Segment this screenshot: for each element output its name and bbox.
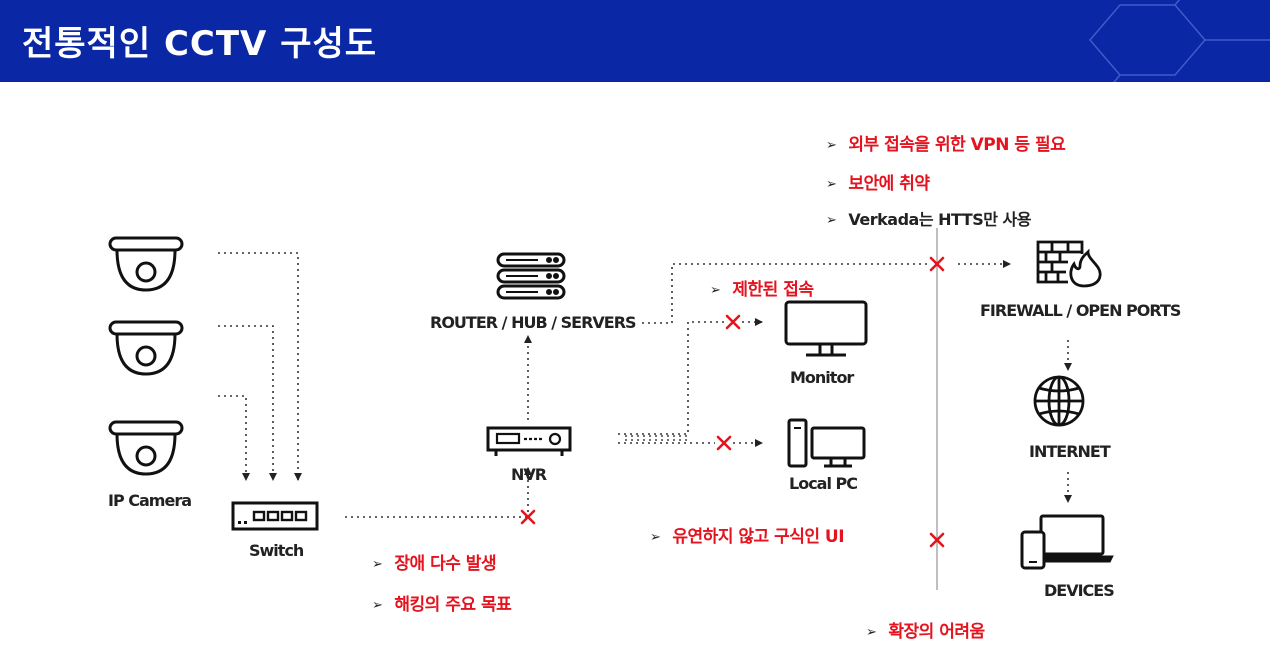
header-bar: 전통적인 CCTV 구성도 [0, 0, 1270, 82]
devices-label: DEVICES [1044, 581, 1115, 600]
note-hacking: ➢해킹의 주요 목표 [372, 595, 512, 615]
router-label: ROUTER / HUB / SERVERS [430, 313, 637, 332]
note-failure: ➢장애 다수 발생 [372, 554, 497, 574]
connection-lines [218, 252, 1072, 518]
x-mark-monitor [725, 314, 741, 330]
monitor-icon [784, 300, 868, 357]
globe-icon [1033, 375, 1085, 427]
note-scaling: ➢확장의 어려움 [866, 622, 985, 642]
bullet-arrow-icon: ➢ [372, 557, 383, 572]
dome-camera-icon-3 [108, 420, 184, 476]
line-camera1-switch [218, 252, 302, 481]
note-verkada: ➢Verkada는 HTTS만 사용 [826, 210, 1031, 229]
bullet-arrow-icon: ➢ [826, 177, 837, 192]
bullet-arrow-icon: ➢ [710, 283, 721, 298]
internet-label: INTERNET [1029, 442, 1111, 461]
ip-camera-label: IP Camera [108, 491, 192, 510]
line-router-firewall [642, 263, 928, 324]
page-title: 전통적인 CCTV 구성도 [22, 24, 378, 64]
local-pc-label: Local PC [789, 474, 858, 493]
server-stack-icon [496, 252, 566, 300]
x-mark-scaling [929, 532, 945, 548]
line-camera2-switch [218, 325, 277, 481]
bullet-arrow-icon: ➢ [650, 530, 661, 545]
note-vpn: ➢외부 접속을 위한 VPN 등 필요 [826, 135, 1066, 155]
note-security: ➢보안에 취약 [826, 174, 930, 194]
note-limited: ➢제한된 접속 [710, 280, 814, 300]
x-mark-pc [716, 435, 732, 451]
nvr-label: NVR [511, 465, 547, 484]
dome-camera-icon-2 [108, 320, 184, 376]
bullet-arrow-icon: ➢ [826, 138, 837, 153]
switch-icon [231, 501, 319, 531]
red-x-marks [520, 256, 945, 548]
x-mark-firewall [929, 256, 945, 272]
devices-icon [1020, 514, 1114, 570]
nvr-icon [486, 426, 572, 456]
bullet-arrow-icon: ➢ [826, 213, 837, 228]
monitor-label: Monitor [790, 368, 854, 387]
switch-label: Switch [249, 541, 304, 560]
bullet-arrow-icon: ➢ [866, 625, 877, 640]
bullet-arrow-icon: ➢ [372, 598, 383, 613]
x-mark-switch [520, 509, 536, 525]
desktop-pc-icon [787, 418, 866, 468]
line-nvr-monitor [618, 321, 724, 435]
firewall-icon [1036, 240, 1102, 288]
dome-camera-icon-1 [108, 236, 184, 292]
line-camera3-switch [218, 395, 250, 481]
hexagon-decoration [1089, 0, 1270, 82]
note-ui: ➢유연하지 않고 구식인 UI [650, 527, 845, 547]
firewall-label: FIREWALL / OPEN PORTS [980, 301, 1181, 320]
